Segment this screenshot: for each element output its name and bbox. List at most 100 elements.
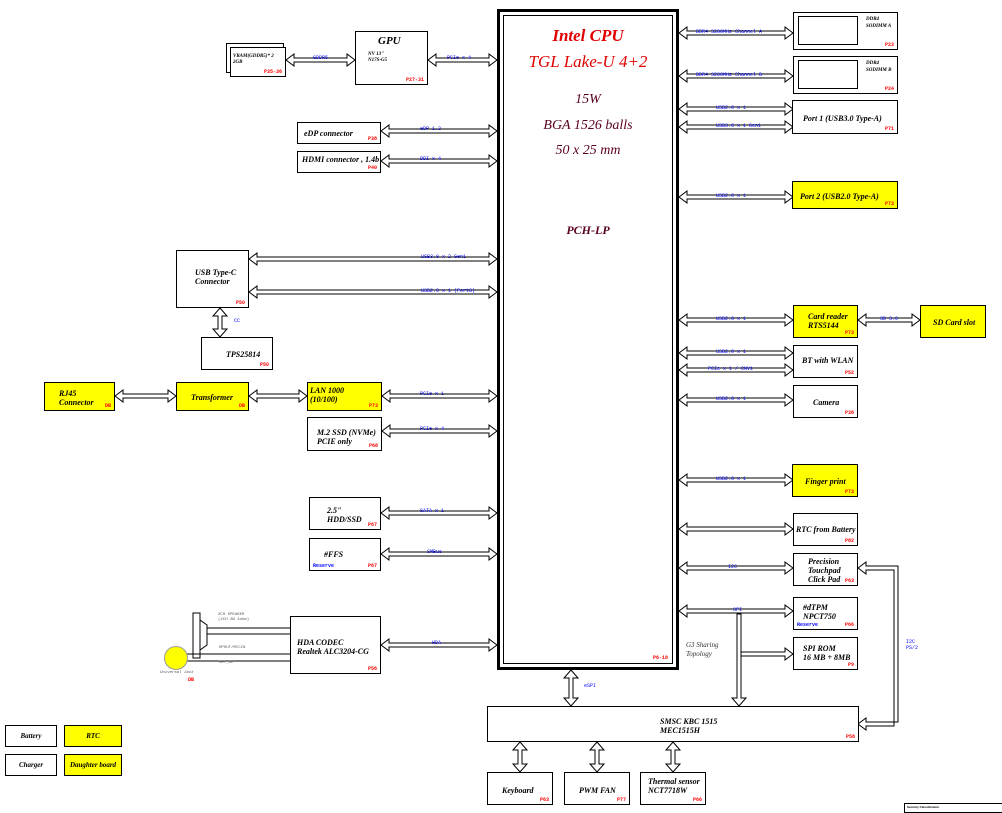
signal-cc: CC	[234, 318, 241, 324]
bt-wlan-block[interactable]: BT with WLAN P52	[793, 345, 858, 378]
signal-camera-usb: USB2.0 x 1	[716, 396, 747, 402]
signal-finger-usb: USB2.0 x 1	[716, 476, 747, 482]
signal-i2c-ps2: I2C PS/2	[906, 639, 919, 651]
speaker-body-icon	[192, 612, 201, 659]
lan-title: LAN 1000 (10/100)	[310, 386, 344, 404]
sdslot-title: SD Card slot	[933, 318, 976, 327]
arrow-kbc-thermal	[664, 741, 682, 773]
arrow-usbc-tps	[211, 307, 229, 338]
hdmi-connector-block[interactable]: HDMI connector , 1.4b P40	[297, 151, 381, 173]
arrow-touchpad-kbc	[857, 561, 899, 731]
camera-title: Camera	[813, 398, 840, 407]
transformer-block[interactable]: Transformer DB	[176, 382, 249, 411]
thermal-sensor-block[interactable]: Thermal sensor NCT7718W P66	[640, 772, 706, 805]
keyboard-block[interactable]: Keyboard P63	[487, 772, 553, 805]
hdd-page-ref: P67	[367, 522, 377, 528]
rj45-connector-block[interactable]: RJ45 Connector DB	[44, 382, 115, 411]
kbc-block[interactable]: SMSC KBC 1515 MEC1515H P58	[487, 706, 859, 742]
sodimm-a-block[interactable]: DDR4 SODIMM A P23	[793, 12, 898, 50]
line-speaker-codec	[207, 627, 290, 635]
rtc-battery-block[interactable]: RTC from Battery P82	[793, 513, 858, 546]
legend-rtc: RTC	[64, 725, 122, 747]
rtcbat-page-ref: P82	[844, 538, 854, 544]
speaker-icon	[199, 619, 208, 651]
edp-connector-block[interactable]: eDP connector P38	[297, 122, 381, 144]
speaker-label: 2CH SPEAKER (2CH 2W 4ohm)	[218, 613, 250, 622]
tps25814-block[interactable]: TPS25814 P50	[201, 337, 273, 370]
thermal-title: Thermal sensor NCT7718W	[648, 777, 700, 795]
universal-jack-icon	[164, 646, 188, 670]
sd-card-slot-block[interactable]: SD Card slot	[920, 305, 986, 338]
cpu-block[interactable]: Intel CPU TGL Lake-U 4+2 15W BGA 1526 ba…	[497, 9, 679, 670]
fan-title: PWM FAN	[579, 786, 616, 795]
signal-ddr-b: DDR4 3200MHz Channel B	[696, 72, 763, 78]
touchpad-block[interactable]: Precision Touchpad Click Pad P63	[793, 553, 858, 586]
cpu-inner-frame	[503, 15, 673, 664]
line-jack-codec	[187, 653, 290, 662]
rtcbat-title: RTC from Battery	[796, 525, 856, 534]
hdmi-title: HDMI connector , 1.4b	[302, 155, 380, 164]
ffs-page-ref: P67	[367, 563, 377, 569]
universal-jack-label: Universal Jack	[160, 671, 194, 675]
dimm-b-page-ref: P24	[884, 86, 894, 92]
spirom-page-ref: P9	[847, 662, 854, 668]
cpu-size: 50 x 25 mm	[555, 143, 621, 158]
cpu-model: TGL Lake-U 4+2	[528, 52, 648, 71]
usbc-page-ref: P50	[235, 300, 245, 306]
tps-page-ref: P50	[259, 362, 269, 368]
signal-usbc-usb2: USB2.0 x 1 (Port8)	[421, 288, 476, 294]
port1-block[interactable]: Port 1 (USB3.0 Type-A) P71	[792, 100, 898, 134]
universal-jack-page-ref: DB	[188, 677, 195, 683]
keyboard-page-ref: P63	[539, 797, 549, 803]
fingerprint-block[interactable]: Finger print P73	[792, 464, 858, 497]
signal-ssd-pcie: PCIe x 4	[420, 426, 445, 432]
hdd-ssd-block[interactable]: 2.5" HDD/SSD P67	[309, 497, 381, 530]
btwlan-title: BT with WLAN	[802, 356, 854, 365]
m2ssd-title: M.2 SSD (NVMe) PCIE only	[317, 428, 376, 446]
ffs-block[interactable]: #FFS Reserve P67	[309, 538, 381, 571]
vram-block[interactable]: VRAM(GDDR5)* 2 2GB P35-36	[230, 47, 286, 77]
signal-gddr5: GDDR5	[313, 55, 329, 61]
port2-block[interactable]: Port 2 (USB2.0 Type-A) P73	[792, 181, 898, 209]
port2-page-ref: P73	[884, 201, 894, 207]
sodimm-b-block[interactable]: DDR4 SODIMM B P24	[793, 56, 898, 94]
signal-edp: eDP 1.2	[420, 126, 442, 132]
signal-ddi: DDI x 4	[420, 156, 442, 162]
lan-block[interactable]: LAN 1000 (10/100) P73	[307, 382, 382, 411]
cpu-power: 15W	[575, 92, 601, 107]
hda-codec-block[interactable]: HDA CODEC Realtek ALC3204-CG P56	[290, 616, 381, 674]
arrow-cpu-kbc-espi	[562, 669, 580, 707]
m2-ssd-block[interactable]: M.2 SSD (NVMe) PCIE only P68	[307, 417, 382, 451]
spi-rom-block[interactable]: SPI ROM 16 MB + 8MB P9	[793, 637, 858, 670]
gpu-page-ref: P27-31	[405, 77, 424, 83]
jack-signal-det: DET_DL	[219, 661, 234, 665]
arrow-transformer-lan	[248, 389, 308, 403]
transformer-page-ref: DB	[238, 403, 245, 409]
card-reader-block[interactable]: Card reader RTS5144 P73	[793, 305, 858, 338]
camera-block[interactable]: Camera P38	[793, 385, 858, 418]
signal-sd: SD 3.0	[880, 316, 899, 322]
signal-smbus: SMBus	[427, 549, 443, 555]
edp-title: eDP connector	[304, 129, 353, 138]
dtpm-title: #dTPM NPCT750	[803, 603, 836, 621]
tps-title: TPS25814	[226, 350, 261, 359]
dimm-b-title: DDR4 SODIMM B	[866, 61, 892, 73]
dtpm-block[interactable]: #dTPM NPCT750 Reserve P66	[793, 597, 858, 630]
gpu-block[interactable]: GPU NV 13" N17S-G5 P27-31	[355, 31, 428, 85]
signal-gpu-pcie: PCIe x 4	[447, 55, 472, 61]
usb-type-c-block[interactable]: USB Type-C Connector P50	[176, 250, 249, 308]
usbc-title: USB Type-C Connector	[195, 268, 237, 286]
signal-lan-pcie: PCIe x 1	[420, 391, 445, 397]
arrow-cpu-rtc	[678, 522, 794, 536]
signal-port1-usb3: USB3.0 x 1 Gen1	[716, 123, 762, 129]
spirom-title: SPI ROM 16 MB + 8MB	[803, 644, 851, 662]
signal-i2c: I2C	[728, 564, 738, 570]
g3-sharing-label: G3 Sharing Topology	[686, 641, 719, 658]
arrow-rj45-transformer	[114, 389, 177, 403]
gpu-subtitle: NV 13" N17S-G5	[368, 52, 388, 63]
dimm-a-page-ref: P23	[884, 42, 894, 48]
rj45-title: RJ45 Connector	[59, 389, 94, 407]
port1-page-ref: P71	[884, 126, 894, 132]
pwm-fan-block[interactable]: PWM FAN P77	[564, 772, 630, 805]
